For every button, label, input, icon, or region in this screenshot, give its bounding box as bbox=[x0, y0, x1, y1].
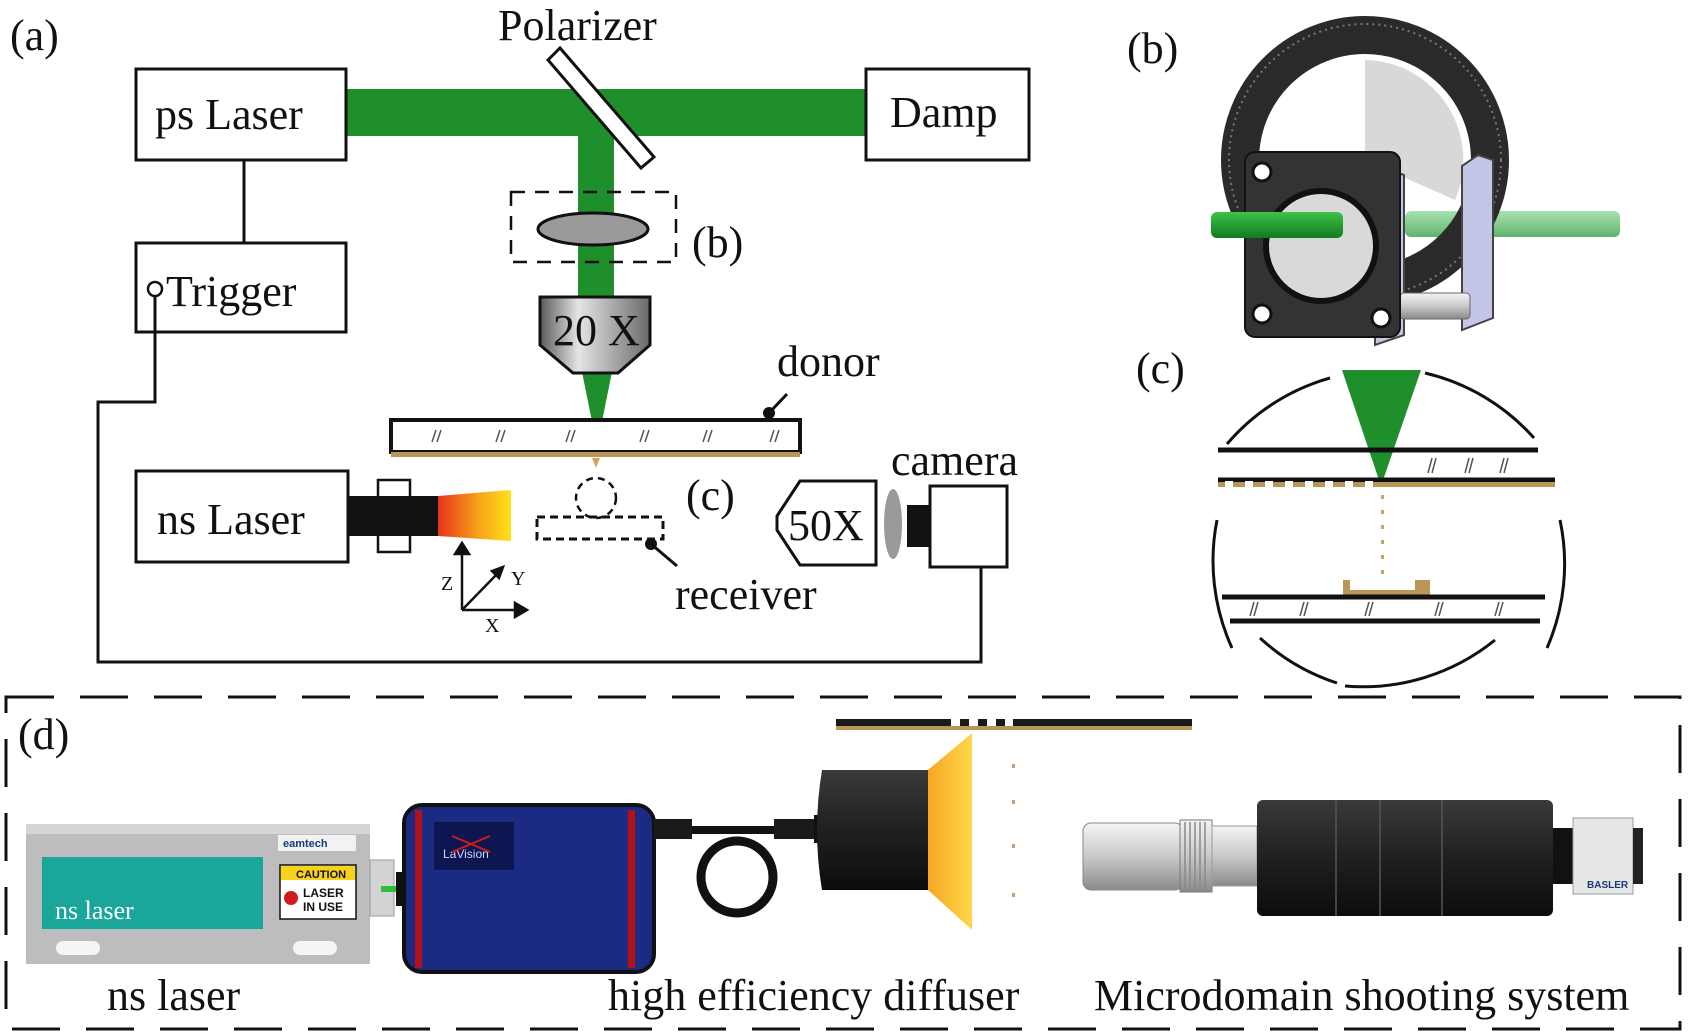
objective-50x bbox=[775, 479, 878, 567]
caution-text-2: IN USE bbox=[303, 900, 343, 914]
microdomain-shooting-system: BASLER bbox=[1082, 800, 1643, 916]
green-rod-right bbox=[1405, 211, 1620, 237]
polarizer-plate bbox=[545, 45, 657, 171]
panel-label-b: (b) bbox=[1127, 24, 1178, 73]
green-rod-left bbox=[1211, 212, 1343, 238]
zoom-circle-bottom-left bbox=[1258, 636, 1338, 685]
focusing-lens bbox=[536, 211, 650, 247]
ns-laser-teal-panel bbox=[42, 857, 263, 929]
donor-film bbox=[391, 452, 800, 457]
receiver-dashed-box bbox=[535, 515, 665, 541]
inset-beam-cone bbox=[1342, 370, 1421, 486]
caution-title: CAUTION bbox=[296, 869, 346, 881]
lens-ref-b: (b) bbox=[692, 218, 743, 267]
basler-camera-body bbox=[1572, 817, 1634, 895]
camera-lens bbox=[884, 489, 902, 559]
zoom-circle-top-right bbox=[1424, 371, 1536, 439]
inset-donor-film bbox=[1218, 482, 1555, 487]
caution-text-1: LASER bbox=[303, 886, 344, 900]
damp-label: Damp bbox=[890, 88, 998, 137]
ns-laser-device: ns laser eamtech CAUTION LASER IN USE bbox=[26, 824, 403, 964]
axis-z-label: Z bbox=[441, 573, 453, 595]
green-fiber bbox=[381, 886, 403, 892]
support-rod bbox=[1399, 292, 1471, 320]
d-droplet-stream bbox=[1012, 764, 1015, 897]
laser-hazard-icon bbox=[284, 891, 298, 905]
polarizer-label: Polarizer bbox=[498, 1, 657, 50]
camera-label: camera bbox=[891, 436, 1018, 485]
caption-diffuser: high efficiency diffuser bbox=[608, 971, 1020, 1020]
damp-box bbox=[864, 67, 1031, 162]
high-efficiency-diffuser bbox=[817, 733, 972, 930]
ns-laser-output-cone bbox=[438, 490, 511, 541]
d-donor-slide bbox=[836, 719, 1192, 726]
mount-screw-bl bbox=[1251, 303, 1273, 325]
zoom-circle-bottom-right bbox=[1344, 638, 1496, 689]
mount-screw-br bbox=[1370, 307, 1392, 329]
objective-20x-label: 20 X bbox=[553, 306, 640, 355]
panel-label-d: (d) bbox=[18, 710, 69, 759]
donor-slide bbox=[389, 418, 802, 454]
transfer-zoom-inset bbox=[1211, 370, 1567, 689]
panel-d-dashed-frame bbox=[4, 695, 1682, 1031]
receiver-pointer-line bbox=[650, 542, 678, 568]
axis-y-label: Y bbox=[511, 568, 525, 590]
d-donor-pixels bbox=[951, 718, 1013, 726]
ejection-ref-c: (c) bbox=[686, 471, 735, 520]
inset-droplet-stream bbox=[1381, 495, 1384, 574]
green-beam-vertical bbox=[578, 112, 614, 298]
diffuser-light-cone bbox=[928, 733, 972, 930]
zoom-circle-left bbox=[1211, 519, 1234, 649]
ns-laser-device-text: ns laser bbox=[55, 896, 134, 925]
ps-laser-box bbox=[134, 67, 348, 162]
diffuser-coupler bbox=[654, 815, 832, 918]
mount-screw-tl bbox=[1251, 161, 1273, 183]
donor-glass-hatches bbox=[431, 429, 780, 443]
beamtech-logo: eamtech bbox=[283, 838, 328, 850]
inset-donor-pixels bbox=[1225, 481, 1373, 487]
trigger-box bbox=[134, 241, 348, 334]
inset-glass-hatches bbox=[1249, 457, 1509, 617]
panel-label-c: (c) bbox=[1136, 344, 1185, 393]
donor-pointer-line bbox=[767, 392, 789, 415]
focused-beam-cone bbox=[582, 372, 612, 446]
zoom-circle-right bbox=[1545, 519, 1567, 649]
ejection-zoom-circle bbox=[574, 476, 618, 520]
trigger-label: Trigger bbox=[166, 267, 297, 316]
caption-microdomain: Microdomain shooting system bbox=[1094, 971, 1629, 1020]
ns-laser-label: ns Laser bbox=[157, 495, 305, 544]
side-bracket bbox=[1461, 153, 1494, 332]
ns-laser-barrel bbox=[348, 496, 438, 536]
inset-deposit bbox=[1343, 580, 1430, 596]
lens-inset-dashed-box bbox=[509, 190, 678, 264]
trigger-cable bbox=[96, 296, 983, 664]
trigger-port-left bbox=[146, 280, 164, 298]
lavision-device: LaVision bbox=[396, 803, 656, 974]
caption-ns-laser: ns laser bbox=[107, 971, 241, 1020]
receiver-label: receiver bbox=[675, 570, 817, 619]
panel-label-a: (a) bbox=[10, 11, 59, 60]
ps-laser-label: ps Laser bbox=[155, 90, 303, 139]
axis-x-label: X bbox=[485, 615, 500, 637]
basler-logo: BASLER bbox=[1587, 880, 1629, 891]
camera-body bbox=[928, 484, 1009, 569]
rotation-ring-scale bbox=[1228, 23, 1502, 297]
mount-aperture bbox=[1263, 188, 1379, 304]
zoom-circle-top-left bbox=[1225, 376, 1331, 445]
d-donor-film bbox=[836, 726, 1192, 730]
rotation-mount-illustration bbox=[1211, 16, 1620, 347]
objective-20x bbox=[538, 295, 652, 375]
objective-50x-label: 50X bbox=[788, 501, 864, 550]
xyz-axes bbox=[452, 540, 530, 620]
donor-label: donor bbox=[777, 337, 880, 386]
ejected-droplet bbox=[592, 458, 600, 468]
camera-adapter bbox=[907, 505, 930, 547]
